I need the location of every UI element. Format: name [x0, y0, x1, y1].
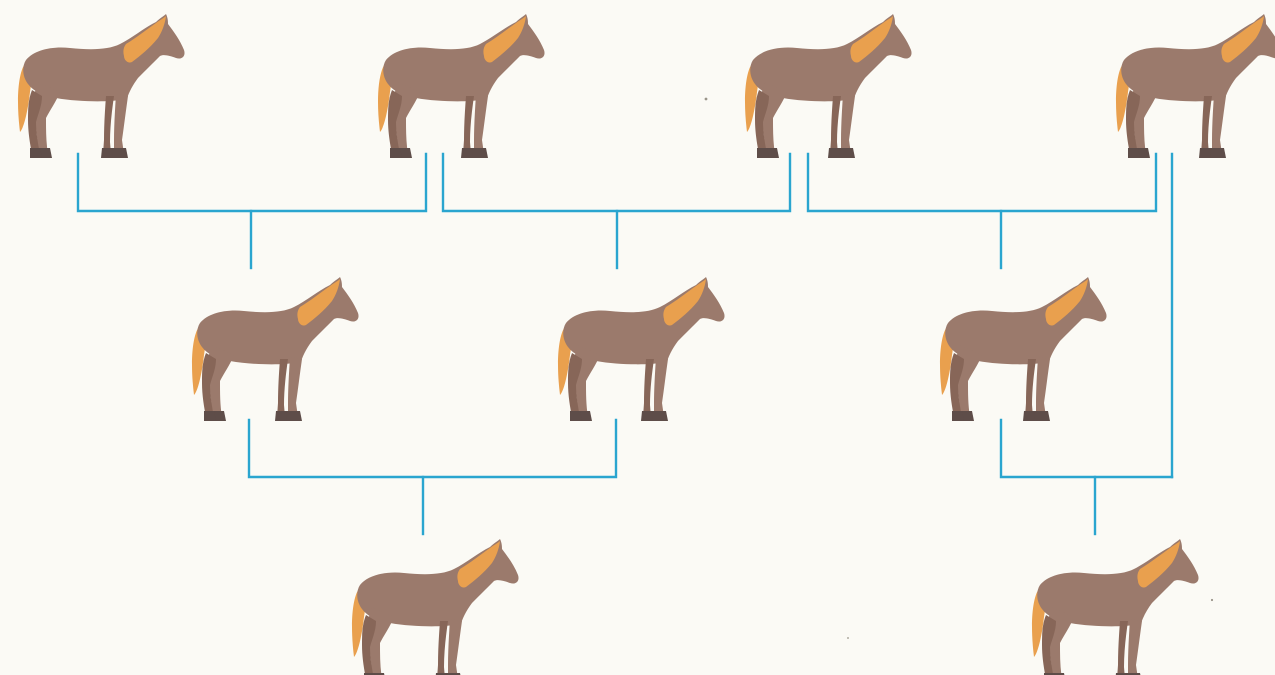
connector-gen1-pair-2 [443, 154, 790, 211]
connector-gen1-pair-1 [78, 154, 426, 211]
horse-icon [192, 277, 359, 421]
horse-icon [745, 14, 912, 158]
horse-icon [1116, 14, 1275, 158]
horse-icon [1032, 539, 1199, 675]
horse-icon [18, 14, 185, 158]
connector-gen2-pair-2 [1001, 420, 1172, 477]
horse-icon [558, 277, 725, 421]
paper-speck [705, 98, 708, 101]
connector-gen1-pair-3 [808, 154, 1156, 211]
horse-icon [378, 14, 545, 158]
horse-icon [940, 277, 1107, 421]
connector-gen2-pair-1 [249, 420, 616, 477]
paper-speck [1211, 599, 1213, 601]
horse-icon [352, 539, 519, 675]
paper-speck [847, 637, 849, 639]
